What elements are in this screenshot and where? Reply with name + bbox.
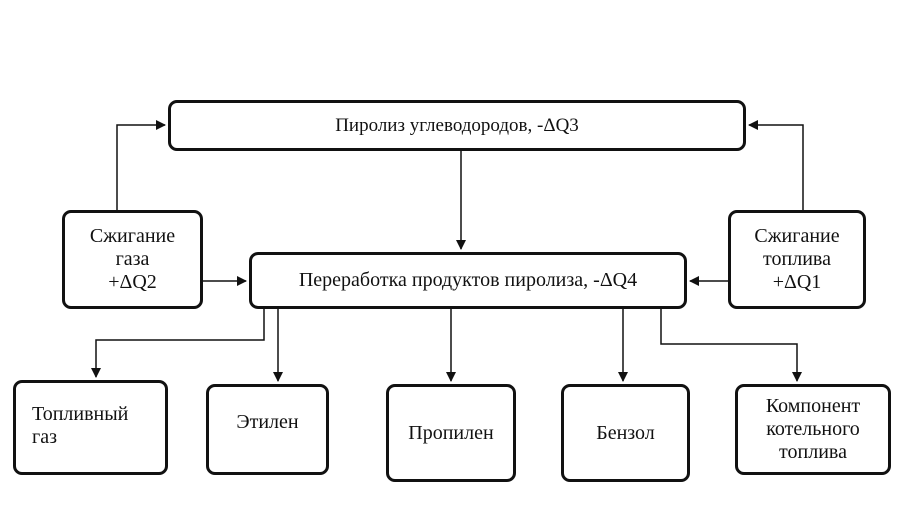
- processing-box: Переработка продуктов пиролиза, -ΔQ4: [249, 252, 687, 309]
- fuel-burning-box: Сжигание топлива +ΔQ1: [728, 210, 866, 309]
- fuel-burning-line1: Сжигание: [754, 225, 840, 247]
- arrow-to-fuel-gas: [91, 309, 265, 378]
- arrow-to-boiler-fuel: [660, 309, 802, 382]
- benzene-label: Бензол: [596, 421, 655, 444]
- propylene-label: Пропилен: [408, 421, 494, 444]
- ethylene-label: Этилен: [236, 411, 299, 433]
- fuel-burning-line3: +ΔQ1: [772, 271, 822, 293]
- arrow-fuel-to-pyrolysis: [748, 120, 804, 210]
- output-boiler-fuel-box: Компонент котельного топлива: [735, 384, 891, 475]
- gas-burning-line2: газа: [115, 248, 150, 270]
- gas-burning-line1: Сжигание: [89, 225, 176, 247]
- pyrolysis-label: Пиролиз углеводородов, -ΔQ3: [335, 114, 579, 136]
- output-fuel-gas-box: Топливный газ: [13, 380, 168, 475]
- output-propylene-box: Пропилен: [386, 384, 516, 482]
- pyrolysis-box: Пиролиз углеводородов, -ΔQ3: [168, 100, 746, 151]
- boiler-fuel-line2: котельного: [766, 418, 860, 440]
- gas-burning-line3: +ΔQ2: [108, 271, 157, 293]
- boiler-fuel-line3: топлива: [779, 441, 847, 463]
- gas-burning-box: Сжигание газа +ΔQ2: [62, 210, 203, 309]
- fuel-gas-line1: Топливный: [32, 403, 129, 425]
- fuel-gas-line2: газ: [32, 426, 57, 448]
- arrow-gas-to-pyrolysis: [116, 120, 166, 210]
- processing-label: Переработка продуктов пиролиза, -ΔQ4: [298, 269, 638, 291]
- fuel-burning-line2: топлива: [763, 248, 831, 270]
- output-ethylene-box: Этилен: [206, 384, 329, 475]
- output-benzene-box: Бензол: [561, 384, 690, 482]
- boiler-fuel-line1: Компонент: [765, 395, 861, 417]
